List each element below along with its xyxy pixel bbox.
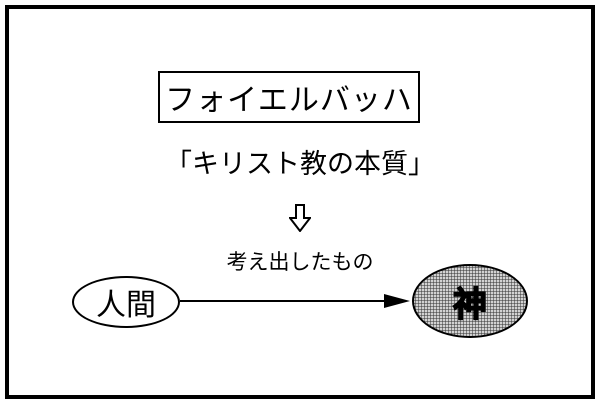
human-node-label: 人間 <box>96 288 156 323</box>
hollow-down-arrow-icon <box>289 204 311 232</box>
diagram-frame <box>5 5 595 399</box>
relation-caption: 考え出したもの <box>226 250 374 274</box>
human-node: 人間 <box>72 276 180 328</box>
title-text: フォイエルバッハ <box>165 83 413 118</box>
book-title: 「キリスト教の本質」 <box>165 149 435 180</box>
god-node-label: 神 <box>452 284 488 326</box>
god-node: 神 <box>412 264 528 338</box>
title-box: フォイエルバッハ <box>158 71 420 123</box>
